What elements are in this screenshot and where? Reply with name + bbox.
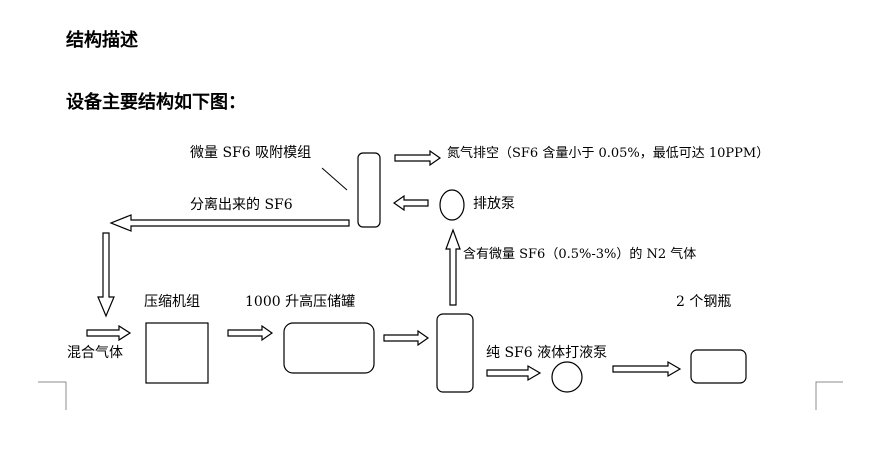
label-storage-tank: 1000 升高压储罐 bbox=[245, 294, 356, 310]
liquid-pump-shape bbox=[551, 361, 583, 393]
label-mixed-gas: 混合气体 bbox=[67, 345, 123, 361]
arrow-down-mixed bbox=[97, 232, 115, 318]
label-discharge-pump: 排放泵 bbox=[473, 196, 515, 212]
arrow-up-to-pump bbox=[445, 228, 461, 306]
adsorption-callout-line bbox=[321, 167, 348, 191]
arrow-mixed-to-compressor bbox=[86, 324, 132, 342]
arrow-to-liquid-pump bbox=[486, 364, 542, 382]
page-corner-mark-right bbox=[815, 381, 843, 410]
arrow-to-vent bbox=[394, 149, 442, 167]
heading-main-structure: 设备主要结构如下图： bbox=[66, 92, 246, 113]
label-compressor-unit: 压缩机组 bbox=[144, 294, 200, 310]
heading-structure-description: 结构描述 bbox=[66, 30, 138, 51]
arrow-compressor-to-tank bbox=[227, 324, 274, 342]
page-corner-mark-left bbox=[38, 381, 67, 410]
steel-cylinders-box bbox=[690, 349, 747, 384]
label-two-cylinders: 2 个钢瓶 bbox=[676, 294, 732, 310]
arrow-pump-to-module bbox=[392, 194, 429, 212]
compressor-box bbox=[145, 322, 209, 384]
storage-tank-box bbox=[283, 322, 375, 374]
arrow-separated-sf6 bbox=[109, 214, 350, 232]
adsorption-module-box bbox=[357, 152, 381, 228]
label-separated-sf6: 分离出来的 SF6 bbox=[190, 197, 293, 213]
arrow-tank-to-separator bbox=[383, 329, 430, 347]
label-nitrogen-vent: 氮气排空（SF6 含量小于 0.05%，最低可达 10PPM） bbox=[447, 146, 770, 161]
separator-column-box bbox=[436, 313, 474, 393]
label-liquid-pump: 纯 SF6 液体打液泵 bbox=[486, 345, 608, 361]
label-n2-trace-sf6: 含有微量 SF6（0.5%-3%）的 N2 气体 bbox=[463, 247, 697, 262]
label-adsorption-module: 微量 SF6 吸附模组 bbox=[190, 145, 312, 161]
discharge-pump-shape bbox=[439, 189, 465, 221]
arrow-to-cylinders bbox=[612, 360, 682, 378]
